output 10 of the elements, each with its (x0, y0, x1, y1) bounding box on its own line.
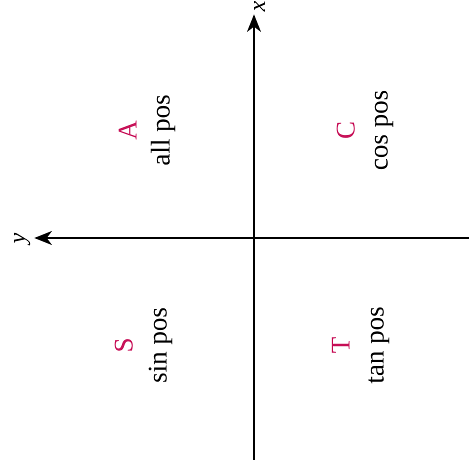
quadrant-note: sin pos (144, 307, 172, 383)
quadrant-note: cos pos (366, 90, 392, 170)
quadrant-note: all pos (148, 94, 174, 166)
quadrant-note: tan pos (362, 306, 388, 384)
quadrant-letter: A (114, 120, 142, 140)
axis-label: y (6, 232, 30, 244)
quadrant-letter: T (328, 336, 354, 354)
quadrant-letter: S (110, 337, 138, 353)
axis-label: x (246, 0, 270, 12)
quadrant-letter: C (332, 121, 360, 139)
